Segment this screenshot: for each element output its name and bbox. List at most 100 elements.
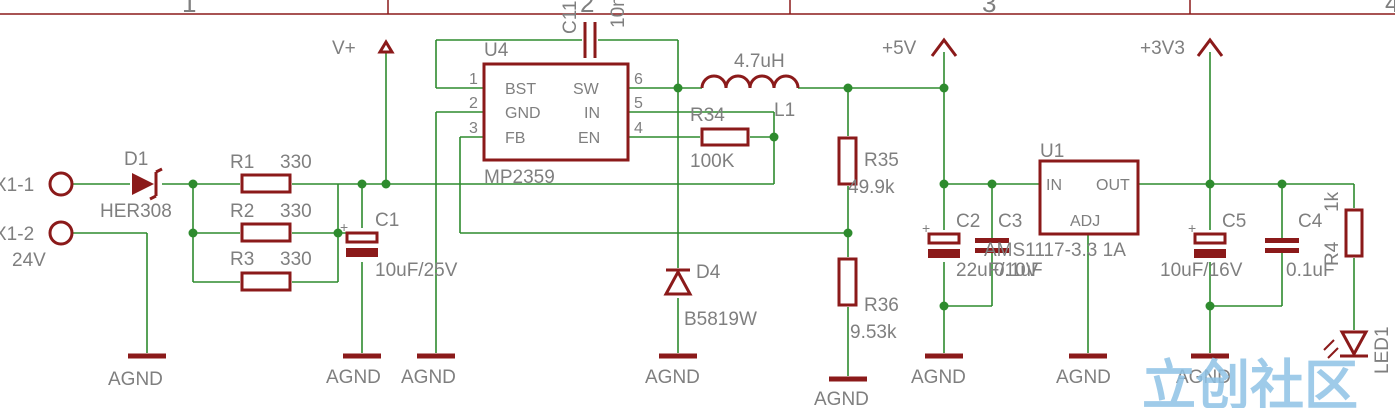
resistor-icon xyxy=(700,127,750,147)
inductor-l1: 4.7uH L1 xyxy=(700,51,800,121)
resistor-icon xyxy=(240,173,292,194)
supply-5v: +5V xyxy=(882,37,958,59)
u1-pin-out: OUT xyxy=(1096,177,1130,194)
p3v3-label: +3V3 xyxy=(1140,38,1185,59)
u4-value: MP2359 xyxy=(484,167,555,188)
agnd-label: AGND xyxy=(1056,367,1111,388)
junction-dot xyxy=(939,83,949,93)
resistor-r1: R1 330 xyxy=(230,152,312,194)
junction-dot xyxy=(673,83,683,93)
junction-dot xyxy=(769,132,779,142)
r2-ref: R2 xyxy=(230,201,254,222)
frame-col-label: 4 xyxy=(1385,0,1395,18)
c4-ref: C4 xyxy=(1298,211,1323,232)
junction-dot xyxy=(381,179,391,189)
u4-ref: U4 xyxy=(484,40,509,61)
r1-ref: R1 xyxy=(230,152,254,173)
l1-value: 4.7uH xyxy=(734,51,785,72)
resistor-icon xyxy=(240,222,292,243)
connector-pin1-label: X1-1 xyxy=(0,175,34,196)
u4-pin-name: IN xyxy=(584,105,600,122)
capacitor-c2: + C2 22uF/10V xyxy=(922,211,1039,281)
capacitor-c11: C11 10n xyxy=(560,0,629,58)
supply-3v3: +3V3 xyxy=(1140,37,1224,59)
agnd-label: AGND xyxy=(911,367,966,388)
r3-ref: R3 xyxy=(230,249,254,270)
inductor-icon xyxy=(700,74,800,89)
vplus-label: V+ xyxy=(332,38,356,59)
u1-ref: U1 xyxy=(1040,141,1064,162)
u1-value: AMS1117-3.3 1A xyxy=(984,240,1126,261)
r35-ref: R35 xyxy=(864,150,899,171)
polarized-capacitor-icon xyxy=(1193,232,1227,245)
c3-ref: C3 xyxy=(998,211,1022,232)
resistor-r2: R2 330 xyxy=(230,201,312,243)
agnd-label: AGND xyxy=(326,367,381,388)
capacitor-c5: + C5 10uF/16V xyxy=(1160,211,1246,281)
connector-pin2-label: X1-2 xyxy=(0,224,34,245)
junction-dot xyxy=(357,179,367,189)
wires xyxy=(72,39,1355,376)
r35-value: 49.9k xyxy=(848,177,895,198)
diode-d1: D1 HER308 xyxy=(100,149,172,222)
u1-pin-in: IN xyxy=(1046,177,1062,194)
c5-value: 10uF/16V xyxy=(1160,260,1243,281)
ic-body xyxy=(1038,159,1140,236)
led-led1: LED1 xyxy=(1323,326,1393,374)
u4-pin-number: 4 xyxy=(634,120,643,137)
frame-col-label: 2 xyxy=(580,0,594,18)
capacitor-c4: C4 0.1uF xyxy=(1265,211,1335,281)
junction-dot xyxy=(987,179,997,189)
u4-pin-number: 3 xyxy=(469,120,478,137)
drawing-frame: 1 2 3 4 xyxy=(0,0,1395,18)
junction-dot xyxy=(333,228,343,238)
c1-ref: C1 xyxy=(375,210,399,231)
c1-value: 10uF/25V xyxy=(375,260,458,281)
c3-value: 0.1uF xyxy=(994,260,1043,281)
resistor-icon xyxy=(1344,208,1364,258)
r1-value: 330 xyxy=(280,152,312,173)
diode-d4: D4 B5819W xyxy=(663,262,757,330)
supply-arrow-icon xyxy=(930,37,958,57)
ic-body xyxy=(482,62,630,162)
u4-pin-name: GND xyxy=(505,105,541,122)
u4-pin-name: FB xyxy=(505,130,525,147)
c11-value: 10n xyxy=(608,0,629,28)
d4-ref: D4 xyxy=(696,262,721,283)
junction-dot xyxy=(939,301,949,311)
ground-icon: AGND xyxy=(645,353,700,388)
supply-vplus: V+ xyxy=(332,38,395,59)
resistor-icon xyxy=(837,257,858,307)
ground-icon: AGND xyxy=(1176,353,1231,388)
led1-ref: LED1 xyxy=(1372,326,1393,374)
resistor-r36: R36 9.53k xyxy=(837,257,899,343)
watermark: 立创社区 xyxy=(1142,356,1358,408)
diode-icon xyxy=(132,173,154,195)
ic-u1: U1 IN OUT ADJ AMS1117-3.3 1A xyxy=(984,141,1140,261)
ground-icon: AGND xyxy=(108,353,166,390)
junction-dot xyxy=(843,228,853,238)
ground-icon: AGND xyxy=(911,353,966,388)
u4-pin-name: BST xyxy=(505,81,536,98)
agnd-label: AGND xyxy=(401,367,456,388)
agnd-label: AGND xyxy=(1176,367,1231,388)
terminal-icon xyxy=(48,171,74,197)
agnd-label: AGND xyxy=(814,389,869,408)
r36-ref: R36 xyxy=(864,295,899,316)
u4-pin-number: 6 xyxy=(634,71,643,88)
capacitor-icon xyxy=(1265,238,1299,243)
junction-dot xyxy=(843,83,853,93)
resistor-icon xyxy=(837,136,858,186)
frame-col-label: 1 xyxy=(182,0,196,18)
agnd-label: AGND xyxy=(645,367,700,388)
d1-ref: D1 xyxy=(124,149,148,170)
frame-col-label: 3 xyxy=(982,0,996,18)
u4-pin-number: 2 xyxy=(469,95,478,112)
junction-dot xyxy=(1205,179,1215,189)
junction-dot xyxy=(188,179,198,189)
u4-pin-number: 5 xyxy=(634,95,643,112)
junction-dot xyxy=(1205,301,1215,311)
r4-ref: R4 xyxy=(1322,241,1343,266)
svg-text:+: + xyxy=(922,220,930,236)
